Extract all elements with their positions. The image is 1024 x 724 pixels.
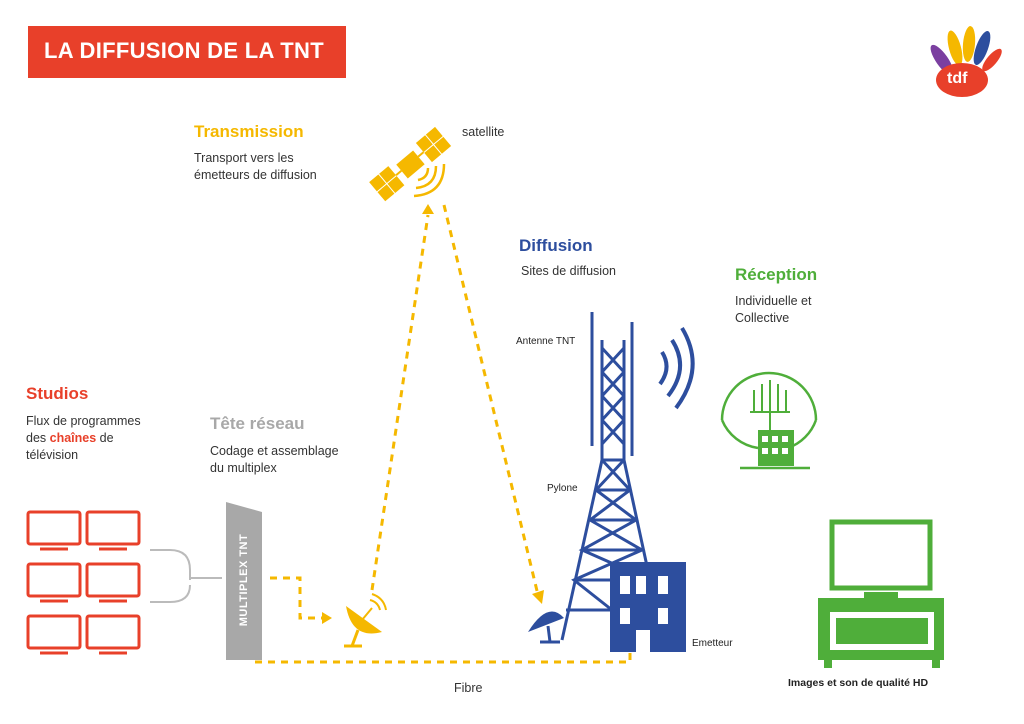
diffusion-heading: Diffusion bbox=[519, 236, 593, 255]
transmission-desc-2: émetteurs de diffusion bbox=[194, 168, 317, 182]
pylone-label: Pylone bbox=[547, 483, 578, 494]
multiplex-block bbox=[226, 502, 262, 660]
reception-heading: Réception bbox=[735, 265, 818, 284]
antenna-waves bbox=[658, 326, 695, 410]
downlink-dish-icon bbox=[528, 611, 564, 644]
reception-windows bbox=[762, 436, 788, 454]
tv-sofa-icon bbox=[818, 519, 944, 668]
title-banner bbox=[28, 26, 346, 78]
tete-reseau-desc-2: du multiplex bbox=[210, 461, 277, 475]
fibre-label: Fibre bbox=[454, 681, 483, 695]
studios-chaines: chaînes bbox=[49, 431, 97, 445]
satellite-waves bbox=[413, 163, 446, 198]
diffusion-desc: Sites de diffusion bbox=[521, 264, 616, 278]
reception-desc-2: Collective bbox=[735, 311, 790, 325]
studios-desc-2: des chaînes de bbox=[26, 430, 114, 447]
studio-screens bbox=[26, 510, 141, 655]
studio-connector bbox=[150, 549, 222, 603]
transmission-heading: Transmission bbox=[194, 122, 304, 141]
tete-reseau-heading: Tête réseau bbox=[210, 414, 305, 433]
signal-paths bbox=[255, 204, 632, 664]
pylon-tower bbox=[560, 312, 652, 641]
tdf-logo bbox=[930, 26, 1002, 97]
tdf-logo-text: tdf bbox=[947, 70, 968, 87]
studios-desc-2-post: de bbox=[96, 431, 114, 445]
antenne-label: Antenne TNT bbox=[516, 336, 576, 347]
multiplex-label: MULTIPLEX TNT bbox=[238, 533, 250, 627]
studios-desc-1: Flux de programmes bbox=[26, 414, 141, 428]
satellite-label: satellite bbox=[462, 125, 505, 139]
reception-desc-1: Individuelle et bbox=[735, 294, 812, 308]
emetteur-label: Emetteur bbox=[692, 638, 733, 649]
studios-desc-2-pre: des bbox=[26, 431, 50, 445]
page-title: LA DIFFUSION DE LA TNT bbox=[44, 38, 324, 63]
transmission-desc-1: Transport vers les bbox=[194, 151, 294, 165]
satellite-icon bbox=[369, 126, 452, 202]
reception-icon bbox=[720, 371, 818, 470]
studios-heading: Studios bbox=[26, 384, 89, 403]
tete-reseau-desc-1: Codage et assemblage bbox=[210, 444, 339, 458]
emetteur-building bbox=[610, 562, 686, 652]
uplink-dish-icon bbox=[344, 593, 387, 648]
studios-desc-3: télévision bbox=[26, 448, 79, 462]
tv-caption: Images et son de qualité HD bbox=[788, 677, 929, 689]
